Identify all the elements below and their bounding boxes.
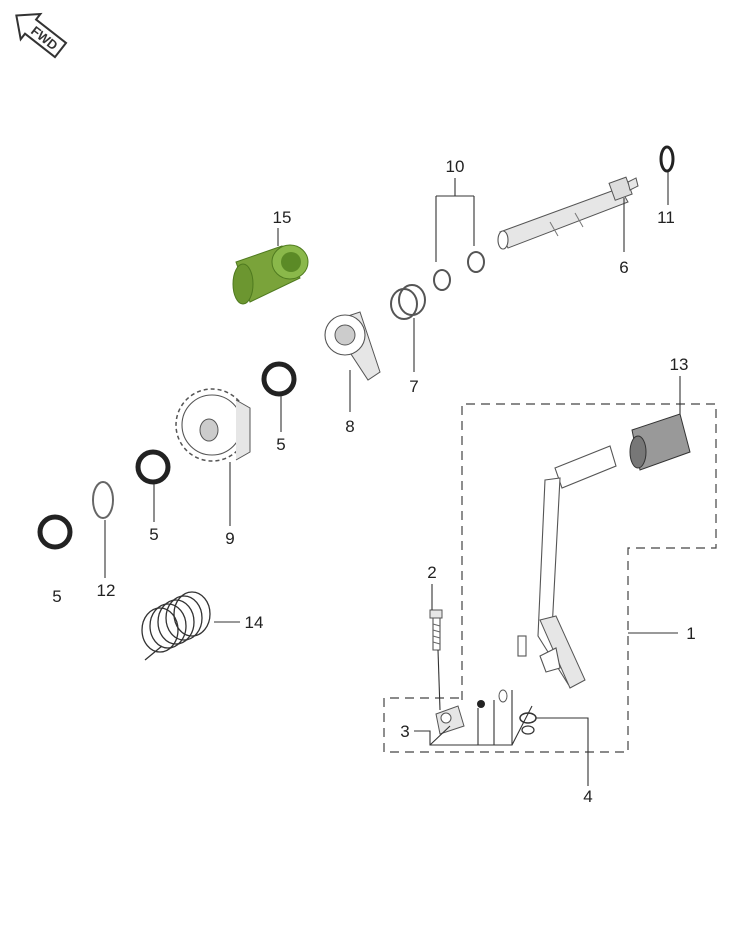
part-6-circlips xyxy=(433,251,485,291)
part-5-washer xyxy=(261,361,297,397)
callout-1: 1 xyxy=(686,624,695,643)
callout-labels: 15 10 11 6 7 8 5 9 5 12 5 13 14 1 2 3 4 xyxy=(52,157,695,806)
callout-6: 10 xyxy=(446,157,465,176)
callout-12: 12 xyxy=(97,581,116,600)
callout-11: 11 xyxy=(657,208,675,227)
part-1-kick-lever xyxy=(537,445,617,689)
part-13-grip xyxy=(629,413,691,471)
part-12-circlip xyxy=(92,481,114,519)
part-5-washer xyxy=(37,514,73,550)
callout-5-left: 5 xyxy=(52,587,61,606)
fwd-arrow-icon: FWD xyxy=(15,12,68,59)
callout-7: 6 xyxy=(619,258,628,277)
callout-10: 9 xyxy=(225,529,234,548)
part-5-washer xyxy=(135,449,171,485)
part-9-ratchet xyxy=(324,311,381,381)
part-8-spring xyxy=(390,284,426,320)
part-15-bushing xyxy=(232,244,309,305)
callout-4: 4 xyxy=(583,787,592,806)
callout-5-middle: 5 xyxy=(149,525,158,544)
part-4-washer xyxy=(519,712,537,735)
part-7-shaft xyxy=(497,176,639,250)
part-10-gear xyxy=(175,388,251,462)
part-3-clamp xyxy=(435,635,527,735)
part-2-bolt xyxy=(429,609,443,651)
callout-13: 13 xyxy=(670,355,689,374)
callout-9: 8 xyxy=(345,417,354,436)
callout-2: 2 xyxy=(427,563,436,582)
callout-15: 15 xyxy=(273,208,292,227)
assembly-outline xyxy=(383,403,717,753)
callout-14: 14 xyxy=(245,613,264,632)
leader-lines xyxy=(104,172,681,786)
callout-5-top: 5 xyxy=(276,435,285,454)
part-11-oring xyxy=(659,145,675,173)
callout-8: 7 xyxy=(409,377,418,396)
part-14-spring xyxy=(141,591,211,661)
callout-3: 3 xyxy=(400,722,409,741)
